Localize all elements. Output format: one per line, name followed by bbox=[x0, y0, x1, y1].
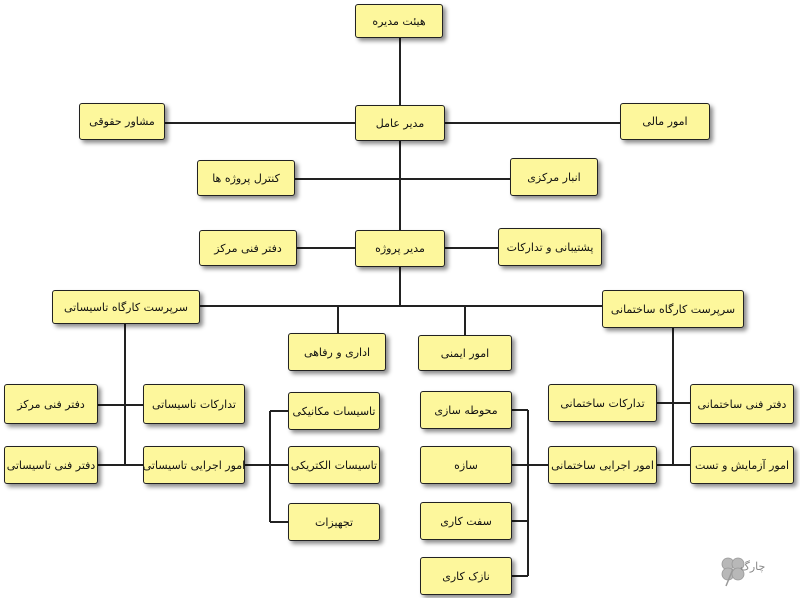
node-ceo: مدیر عامل bbox=[355, 105, 445, 141]
logo-text: چارگ bbox=[740, 560, 766, 573]
node-rough: سفت کاری bbox=[420, 502, 512, 540]
node-inst-procure: تدارکات تاسیساتی bbox=[143, 384, 245, 424]
clover-logo-icon bbox=[721, 557, 745, 587]
node-landscape: محوطه سازی bbox=[420, 391, 512, 429]
node-admin: اداری و رفاهی bbox=[288, 333, 386, 371]
node-finance: امور مالی bbox=[620, 103, 710, 140]
node-structure: سازه bbox=[420, 446, 512, 484]
node-build-procure: تدارکات ساختمانی bbox=[548, 384, 657, 422]
node-inst-exec: امور اجرایی تاسیساتی bbox=[143, 446, 245, 484]
node-pm: مدیر پروژه bbox=[355, 230, 445, 267]
node-legal: مشاور حقوقی bbox=[79, 103, 165, 140]
node-site-install: سرپرست کارگاه تاسیساتی bbox=[52, 290, 200, 324]
node-safety: امور ایمنی bbox=[418, 335, 512, 371]
node-build-exec: امور اجرایی ساختمانی bbox=[548, 446, 657, 484]
node-site-build: سرپرست کارگاه ساختمانی bbox=[602, 290, 744, 328]
node-inst-tech-office2: دفتر فنی تاسیساتی bbox=[4, 446, 98, 484]
node-mech: تاسیسات مکانیکی bbox=[288, 392, 380, 430]
node-finish: نازک کاری bbox=[420, 557, 512, 595]
node-tech-office-center: دفتر فنی مرکز bbox=[199, 230, 297, 266]
node-build-tech-office: دفتر فنی ساختمانی bbox=[690, 384, 794, 424]
node-support: پشتیبانی و تدارکات bbox=[498, 228, 602, 266]
node-inst-tech-office: دفتر فنی مرکز bbox=[4, 384, 98, 424]
node-elec: تاسیسات الکتریکی bbox=[288, 446, 380, 484]
node-project-control: کنترل پروژه ها bbox=[197, 160, 295, 196]
node-board: هیئت مدیره bbox=[355, 4, 443, 38]
node-central-store: انبار مرکزی bbox=[510, 158, 598, 196]
node-test: امور آزمایش و تست bbox=[690, 446, 794, 484]
node-equip: تجهیزات bbox=[288, 503, 380, 541]
